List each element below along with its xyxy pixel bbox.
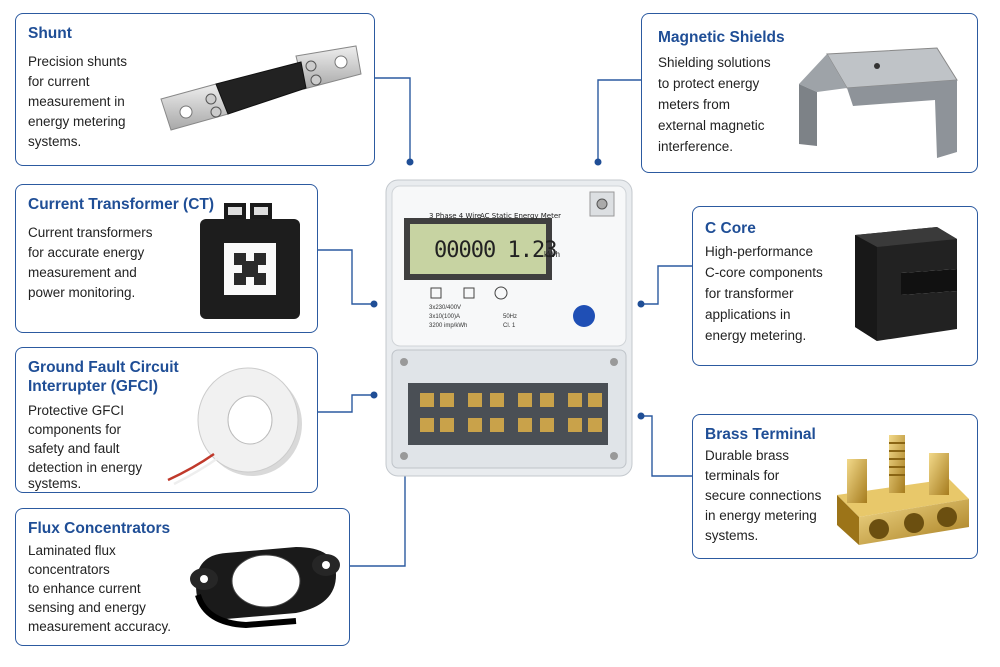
card-line: detection in energy [28,460,143,475]
connector-ct [318,249,374,305]
card-line: systems. [28,134,82,149]
connector-flux [350,470,406,567]
card-title-line2: Interrupter (GFCI) [28,378,159,395]
card-line: secure connections [705,488,822,503]
meter-spec: Cl. 1 [503,323,516,329]
card-line: concentrators [28,562,110,577]
card-line: High-performance [705,244,814,259]
card-flux: Flux Concentrators Laminated flux concen… [15,508,350,646]
card-line: to enhance current [28,581,141,596]
brass-terminal-image [837,435,969,545]
card-line: Current transformers [28,225,153,240]
card-title: Current Transformer (CT) [28,196,215,213]
card-line: power monitoring. [28,285,136,300]
card-line: energy metering [28,114,126,129]
card-line: safety and fault [28,441,120,456]
card-line: systems. [705,528,759,543]
card-line: for transformer [705,286,794,301]
connector-ccore [641,265,692,305]
card-line: measurement and [28,265,137,280]
card-line: C-core components [705,265,823,280]
meter-label-left: 3 Phase 4 Wire [429,212,482,220]
card-line: meters from [658,97,731,112]
energy-meter: 3 Phase 4 Wire AC Static Energy Meter 00… [380,178,638,480]
connector-brass [641,415,692,477]
connector-gfci [318,394,374,413]
meter-spec: 3x230/400V [429,305,462,311]
card-line: measurement accuracy. [28,619,172,634]
card-ct: Current Transformer (CT) Current transfo… [15,184,318,333]
card-line: components for [28,422,122,437]
card-line: measurement in [28,94,125,109]
card-title: Ground Fault Circuit [28,359,179,376]
card-line: Shielding solutions [658,55,771,70]
connector-shunt [374,77,411,162]
card-line: for current [28,74,90,89]
card-magnetic-shields: Magnetic Shields Shielding solutions to … [641,13,978,173]
gfci-toroid-image [167,367,302,486]
meter-label-right: AC Static Energy Meter [480,212,562,220]
c-core-image [855,227,957,341]
shunt-image [160,45,362,131]
meter-spec: 50Hz [503,314,518,320]
card-title: Magnetic Shields [658,29,785,46]
meter-reading: 00000 1.23 [434,238,557,263]
meter-body [385,179,633,477]
current-transformer-image [200,203,300,319]
meter-spec: 3x10(100)A [429,314,461,320]
card-brass-terminal: Brass Terminal Durable brass terminals f… [692,414,978,559]
card-line: applications in [705,307,791,322]
card-title: Flux Concentrators [28,520,171,537]
card-line: to protect energy [658,76,760,91]
card-line: terminals for [705,468,780,483]
card-line: Durable brass [705,448,790,463]
meter-spec: 3200 imp/kWh [429,323,468,329]
magnetic-shield-image [799,47,958,158]
card-line: interference. [658,139,734,154]
card-line: Protective GFCI [28,403,125,418]
card-line: for accurate energy [28,245,145,260]
card-line: in energy metering [705,508,817,523]
card-title: Brass Terminal [705,426,816,443]
card-line: Laminated flux [28,543,116,558]
card-line: systems. [28,476,82,491]
card-title: Shunt [28,25,72,42]
card-line: sensing and energy [28,600,146,615]
card-title: C Core [705,220,756,237]
card-gfci: Ground Fault Circuit Interrupter (GFCI) … [15,347,318,493]
card-line: Precision shunts [28,54,128,69]
card-shunt: Shunt Precision shunts for current measu… [15,13,375,166]
card-c-core: C Core High-performance C-core component… [692,206,978,366]
meter-unit: kWh [544,250,560,259]
card-line: external magnetic [658,118,765,133]
flux-concentrator-image [190,547,340,629]
card-line: energy metering. [705,328,807,343]
connector-magnetic [597,79,641,162]
